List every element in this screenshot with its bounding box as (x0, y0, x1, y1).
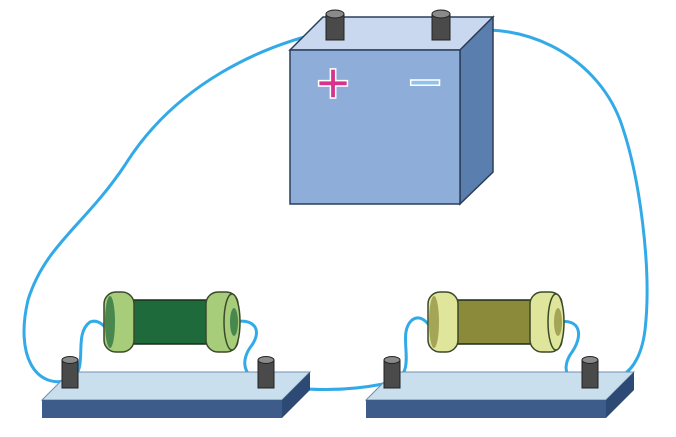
wire-right-resistor-in (390, 316, 434, 384)
right-base-terminal-2 (581, 356, 599, 389)
left-base (40, 356, 312, 418)
right-resistor (427, 291, 565, 353)
left-base-terminal-2 (257, 356, 275, 389)
wire-battery-positive-to-left-resistor (22, 28, 335, 384)
wires (22, 28, 649, 391)
wire-right-to-battery-negative (441, 28, 649, 384)
left-base-terminal-1 (61, 356, 79, 389)
right-base-terminal-1 (383, 356, 401, 389)
right-base (364, 356, 636, 418)
battery-side-face (459, 15, 494, 206)
battery-negative-terminal (431, 9, 451, 41)
battery-front-face (289, 49, 461, 205)
left-resistor (103, 291, 241, 353)
negative-symbol: − (406, 54, 445, 108)
positive-symbol: + (314, 55, 353, 109)
battery: + − (288, 9, 495, 206)
battery-top-face (288, 16, 495, 51)
battery-positive-terminal (325, 9, 345, 41)
